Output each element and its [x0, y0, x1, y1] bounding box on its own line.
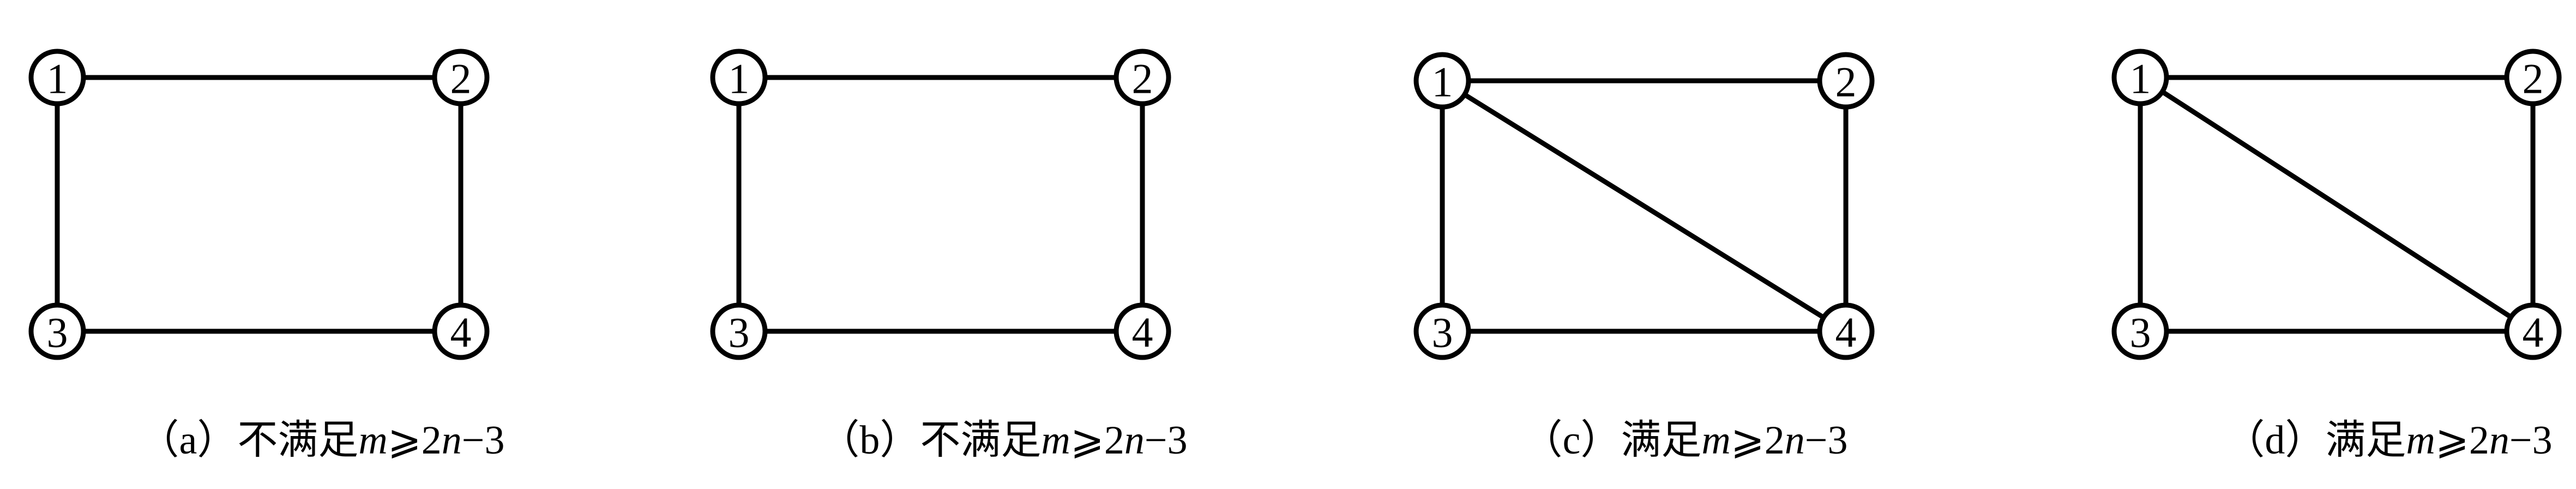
node-circle-3	[28, 302, 86, 360]
graph-node-4: 4	[432, 302, 490, 360]
panel-a-caption-formula-minus: −	[461, 418, 485, 463]
panel-a-caption-formula-m: m	[358, 418, 388, 463]
graph-node-4: 4	[1114, 302, 1171, 360]
node-label-3: 3	[1432, 309, 1453, 356]
graph-node-2: 2	[432, 49, 490, 106]
node-label-3: 3	[729, 309, 750, 356]
panel-a-caption-tag: （a）	[139, 418, 238, 463]
panel-c-caption-formula-n: n	[1784, 418, 1805, 463]
graph-node-4: 4	[2504, 302, 2562, 360]
panel-b-svg: 1 2 3 4	[710, 49, 1171, 360]
panel-c-caption-condition-text: 满足	[1621, 418, 1702, 463]
panel-b-caption-condition-text: 不满足	[920, 418, 1042, 463]
node-label-2: 2	[2523, 55, 2544, 103]
panel-b-caption-formula-n: n	[1124, 418, 1145, 463]
node-circle-1	[1413, 52, 1471, 110]
panel-d-caption: （d）满足m⩾2n−3	[2067, 410, 2576, 470]
panel-d-caption-tag: （d）	[2224, 418, 2326, 463]
node-circle-2	[1114, 49, 1171, 106]
panel-c-caption: （c）满足m⩾2n−3	[1363, 410, 2007, 470]
panel-a-graph: 1 2 3 4	[0, 0, 643, 409]
graph-node-2: 2	[1817, 52, 1875, 110]
node-circle-1	[710, 49, 768, 106]
graph-node-1: 1	[2111, 49, 2169, 106]
panel-b-caption-formula-const: 3	[1167, 418, 1188, 463]
node-label-4: 4	[450, 309, 472, 356]
graph-node-1: 1	[28, 49, 86, 106]
panel-c-caption-formula-coef: 2	[1764, 418, 1785, 463]
panel-c-caption-formula-geq: ⩾	[1730, 418, 1765, 463]
panel-a-caption: （a）不满足m⩾2n−3	[0, 410, 643, 470]
panel-b-caption: （b）不满足m⩾2n−3	[682, 410, 1325, 470]
panel-d-caption-formula-m: m	[2406, 418, 2435, 463]
graph-node-1: 1	[710, 49, 768, 106]
panel-a-caption-formula-const: 3	[484, 418, 505, 463]
node-circle-3	[1413, 302, 1471, 360]
graph-node-2: 2	[2504, 49, 2562, 106]
panel-d-caption-formula-minus: −	[2509, 418, 2532, 463]
edge-1-4	[1463, 92, 1825, 320]
panel-d-caption-formula-n: n	[2489, 418, 2509, 463]
node-label-4: 4	[1132, 309, 1153, 356]
node-label-3: 3	[2130, 309, 2151, 356]
node-label-1: 1	[729, 55, 750, 103]
panel-d-graph: 1 2 3 4	[2067, 0, 2576, 409]
graph-node-3: 3	[2111, 302, 2169, 360]
panel-a-caption-formula-coef: 2	[421, 418, 442, 463]
node-label-2: 2	[450, 55, 472, 103]
graph-node-2: 2	[1114, 49, 1171, 106]
node-label-1: 1	[1432, 58, 1453, 106]
node-label-3: 3	[47, 309, 68, 356]
node-circle-3	[2111, 302, 2169, 360]
panel-a-caption-formula-geq: ⩾	[387, 418, 422, 463]
node-circle-4	[2504, 302, 2562, 360]
panel-d-caption-condition-text: 满足	[2325, 418, 2406, 463]
panel-d-caption-formula-coef: 2	[2469, 418, 2489, 463]
node-circle-3	[710, 302, 768, 360]
panel-d-svg: 1 2 3 4	[2111, 49, 2562, 360]
node-label-4: 4	[2523, 309, 2544, 356]
panel-c-caption-formula-minus: −	[1804, 418, 1828, 463]
panel-b-caption-tag: （b）	[819, 418, 920, 463]
panel-b-caption-formula-minus: −	[1144, 418, 1167, 463]
panel-a-caption-formula-n: n	[441, 418, 462, 463]
panel-c-caption-formula-const: 3	[1827, 418, 1848, 463]
node-circle-4	[432, 302, 490, 360]
node-circle-2	[1817, 52, 1875, 110]
node-label-1: 1	[47, 55, 68, 103]
panel-b-graph: 1 2 3 4	[682, 0, 1325, 409]
edge-1-4	[2160, 90, 2513, 319]
panel-a-svg: 1 2 3 4	[28, 49, 490, 360]
panel-c-svg: 1 2 3 4	[1413, 52, 1875, 360]
node-circle-1	[2111, 49, 2169, 106]
node-label-4: 4	[1835, 309, 1857, 356]
panel-d-caption-formula-geq: ⩾	[2435, 418, 2469, 463]
node-circle-2	[2504, 49, 2562, 106]
node-label-1: 1	[2130, 55, 2151, 103]
graph-node-3: 3	[1413, 302, 1471, 360]
panel-b-caption-formula-m: m	[1041, 418, 1070, 463]
panel-c-graph: 1 2 3 4	[1363, 0, 2007, 409]
graph-node-4: 4	[1817, 302, 1875, 360]
panel-d-caption-formula-const: 3	[2532, 418, 2553, 463]
node-circle-4	[1114, 302, 1171, 360]
graph-node-3: 3	[28, 302, 86, 360]
node-circle-4	[1817, 302, 1875, 360]
node-circle-1	[28, 49, 86, 106]
node-label-2: 2	[1835, 58, 1857, 106]
panel-c-caption-formula-m: m	[1701, 418, 1731, 463]
node-label-2: 2	[1132, 55, 1153, 103]
panel-c-caption-tag: （c）	[1522, 418, 1621, 463]
graph-node-3: 3	[710, 302, 768, 360]
panel-b-caption-formula-geq: ⩾	[1070, 418, 1104, 463]
node-circle-2	[432, 49, 490, 106]
panel-a-caption-condition-text: 不满足	[237, 418, 359, 463]
panel-b-caption-formula-coef: 2	[1104, 418, 1124, 463]
graph-node-1: 1	[1413, 52, 1471, 110]
